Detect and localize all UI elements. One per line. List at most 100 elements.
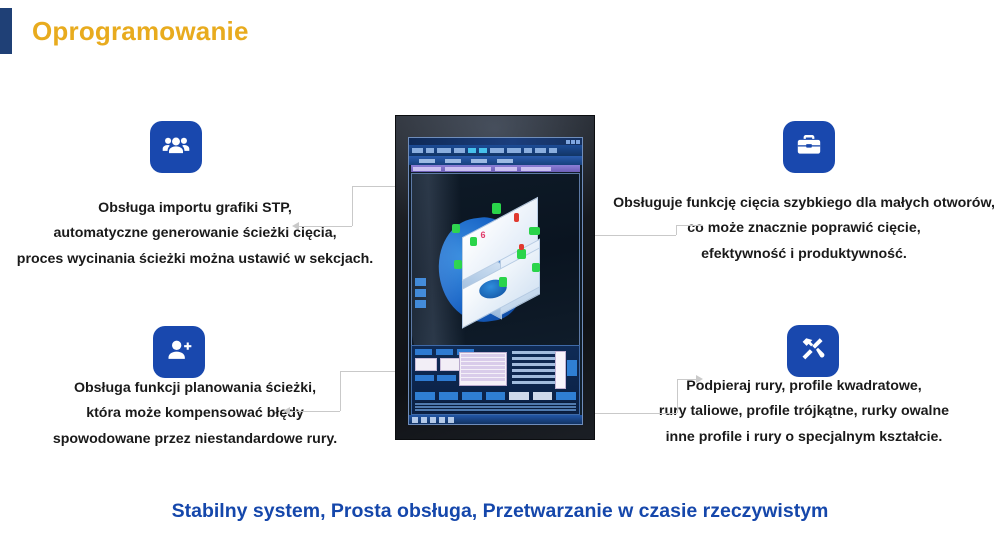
action-button-disabled[interactable] — [509, 392, 529, 400]
app-bottom-panel[interactable] — [411, 345, 580, 415]
window-maximize-icon[interactable] — [571, 139, 575, 144]
menu-item[interactable] — [490, 148, 504, 153]
panel-preview-row — [415, 358, 462, 371]
app-menubar[interactable] — [409, 145, 582, 156]
software-screen: 6 — [408, 137, 583, 425]
action-button[interactable] — [438, 392, 459, 400]
taskbar-icon[interactable] — [439, 416, 445, 423]
taskbar-icon[interactable] — [412, 416, 418, 423]
setting-row[interactable] — [512, 381, 564, 384]
connector-top-right-segment-3 — [676, 225, 702, 226]
feature-line: Podpieraj rury, profile kwadratowe, — [686, 378, 922, 394]
action-button-disabled[interactable] — [532, 392, 553, 400]
cut-marker — [453, 259, 462, 269]
taskbar-icon[interactable] — [421, 416, 427, 423]
part-model-3d: 6 — [412, 174, 579, 345]
app-toolbar[interactable] — [409, 156, 582, 165]
toolbar-button[interactable] — [497, 158, 513, 163]
cut-marker — [492, 203, 502, 215]
action-button[interactable] — [485, 392, 506, 400]
toolbar-button[interactable] — [471, 158, 487, 163]
feature-line: inne profile i rury o specjalnym kształc… — [665, 428, 943, 445]
menu-item[interactable] — [454, 148, 465, 153]
panel-button[interactable] — [415, 375, 434, 381]
feature-text-top-left: Obsługa importu grafiki STP, automatyczn… — [0, 196, 390, 272]
header-accent-bar — [0, 8, 12, 54]
setting-row[interactable] — [512, 363, 564, 366]
connector-bottom-right-arrowhead — [696, 375, 703, 383]
feature-line: co może znacznie poprawić cięcie, — [687, 220, 921, 237]
feature-line: Obsługa funkcji planowania ścieżki, — [73, 380, 317, 396]
toolbar-button[interactable] — [445, 158, 461, 163]
connector-bottom-left-segment-2 — [340, 371, 341, 411]
briefcase-icon — [795, 131, 823, 164]
setting-row[interactable] — [512, 351, 564, 354]
panel-action-buttons[interactable] — [415, 392, 577, 400]
user-add-icon — [165, 336, 193, 369]
grid-row — [461, 354, 505, 357]
viewport-button[interactable] — [415, 278, 426, 286]
feature-line: proces wycinania ścieżki można ustawić w… — [16, 250, 374, 267]
feature-icon-tile-top-left — [150, 121, 202, 173]
grid-row — [461, 374, 505, 377]
menu-item[interactable] — [535, 148, 546, 153]
connector-bottom-left-segment-1 — [340, 371, 396, 372]
feature-text-bottom-right: Podpieraj rury, profile kwadratowe, rury… — [608, 374, 1000, 450]
parameter-field[interactable] — [521, 166, 551, 171]
grid-row — [461, 362, 505, 365]
app-titlebar — [409, 138, 582, 145]
panel-tab[interactable] — [436, 349, 453, 355]
setting-row[interactable] — [512, 369, 564, 372]
panel-confirm-button[interactable] — [567, 360, 577, 376]
menu-item[interactable] — [507, 148, 521, 153]
taskbar-icon[interactable] — [430, 416, 436, 423]
setting-row[interactable] — [512, 357, 564, 360]
panel-button-row[interactable] — [415, 375, 456, 381]
viewport-button[interactable] — [415, 289, 426, 297]
feature-line: automatyczne generowanie ścieżki cięcia, — [53, 225, 337, 242]
footer-caption: Stabilny system, Prosta obsługa, Przetwa… — [171, 500, 829, 522]
connector-top-left-arrowhead — [292, 222, 299, 230]
menu-item[interactable] — [549, 148, 557, 153]
action-button[interactable] — [462, 392, 482, 400]
cut-marker — [517, 249, 527, 260]
cut-marker-selected — [513, 213, 519, 223]
part-label: 6 — [480, 230, 486, 241]
menu-item-active[interactable] — [479, 148, 487, 153]
connector-bottom-right-segment-3 — [677, 379, 697, 380]
viewport-side-buttons[interactable] — [415, 278, 426, 308]
taskbar-icon[interactable] — [448, 416, 454, 423]
cut-marker-selected — [518, 244, 524, 251]
panel-settings-list[interactable] — [512, 351, 564, 389]
window-minimize-icon[interactable] — [566, 139, 570, 144]
app-parameter-bar[interactable] — [411, 165, 580, 172]
menu-item[interactable] — [426, 148, 434, 153]
connector-top-right-segment-2 — [676, 225, 677, 235]
menu-item[interactable] — [437, 148, 451, 153]
panel-button[interactable] — [437, 375, 456, 381]
menu-item-active[interactable] — [468, 148, 476, 153]
viewport-button[interactable] — [415, 300, 426, 308]
panel-tab[interactable] — [415, 349, 432, 355]
cut-marker — [528, 227, 540, 235]
panel-data-grid[interactable] — [459, 352, 507, 386]
panel-white-list[interactable] — [555, 351, 566, 389]
feature-icon-tile-bottom-right — [787, 325, 839, 377]
menu-item[interactable] — [412, 148, 423, 153]
menu-item[interactable] — [524, 148, 532, 153]
window-close-icon[interactable] — [576, 139, 580, 144]
action-button[interactable] — [415, 392, 435, 400]
cad-viewport[interactable]: 6 — [411, 173, 580, 346]
monitor-photo: 6 — [396, 116, 594, 439]
toolbar-button[interactable] — [419, 158, 435, 163]
cut-marker — [452, 223, 461, 233]
setting-row[interactable] — [512, 375, 564, 378]
action-button[interactable] — [556, 392, 577, 400]
feature-line: która może kompensować błędy — [86, 405, 304, 422]
cut-marker — [498, 276, 507, 287]
parameter-field[interactable] — [413, 166, 441, 171]
parameter-field[interactable] — [495, 166, 517, 171]
os-taskbar[interactable] — [409, 415, 582, 424]
parameter-field[interactable] — [445, 166, 491, 171]
